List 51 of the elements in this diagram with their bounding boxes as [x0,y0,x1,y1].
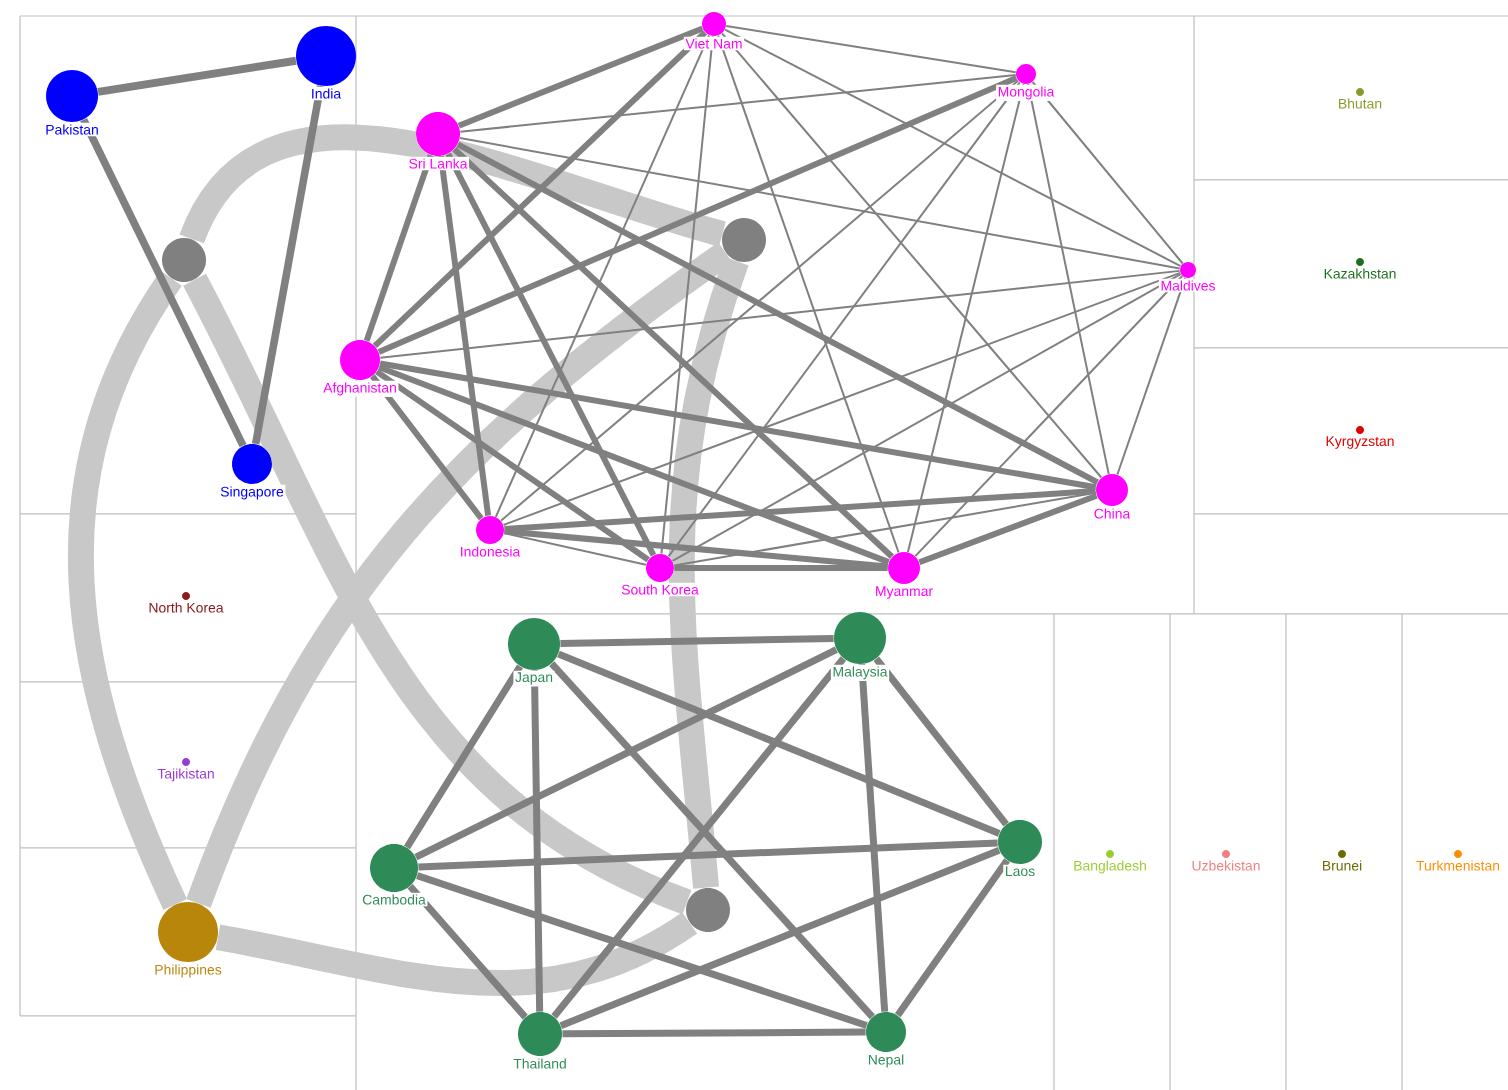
link-line [671,273,1182,562]
link-line [721,32,1103,479]
group-link-band [180,124,727,247]
link-line [457,25,704,129]
link-line [459,74,1017,133]
link-line [416,872,868,1029]
link-line [414,646,838,861]
link-line [560,634,834,647]
link-line [97,56,297,96]
link-line [502,271,1182,526]
link-line [1031,81,1184,265]
link-line [377,75,1018,355]
hub-circle [722,217,766,262]
link-line [494,34,710,518]
link-line [379,360,1097,491]
link-line [370,374,484,521]
link-line [667,81,1021,558]
group-link-band [215,911,697,996]
link-line [379,269,1181,359]
link-line [452,147,895,559]
link-line [500,79,1020,522]
link-line [557,650,1001,837]
link-line [674,564,888,571]
link-line [504,528,888,570]
link-line [873,656,1009,827]
link-line [724,28,1182,268]
link-line [559,847,1001,1029]
link-line [914,275,1184,558]
link-line [459,137,1181,270]
link-line [363,154,434,342]
hub-circle [162,237,206,282]
hub-circle [686,887,730,932]
link-line [504,488,1096,533]
link-line [894,858,1010,1018]
group-link-band [668,256,749,889]
link-line [407,884,528,1020]
link-line [503,532,647,566]
group-link-band [68,271,188,910]
link-line [725,24,1017,74]
link-line [372,30,708,349]
link-line [918,492,1098,565]
link-line [445,152,657,557]
link-line [673,491,1097,567]
link-line [403,664,523,850]
link-line [80,118,247,448]
link-line [562,1028,866,1038]
link-line [456,141,1099,485]
link-line [375,369,650,563]
link-line [251,85,325,445]
link-line [418,839,998,871]
link-line [378,364,890,565]
